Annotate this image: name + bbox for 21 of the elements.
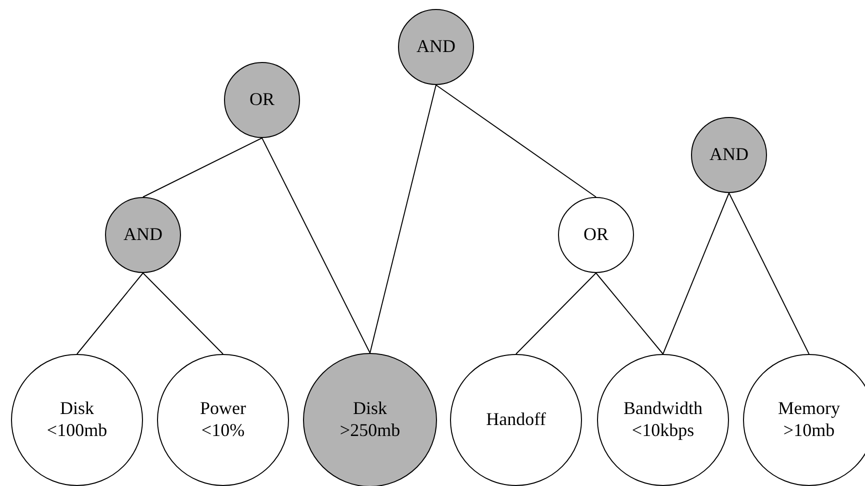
condition-label: Memory >10mb (778, 398, 840, 442)
condition-label: Power <10% (200, 398, 246, 442)
condition-label: Disk <100mb (46, 398, 108, 442)
connector-line (662, 192, 730, 354)
connector-line (728, 192, 810, 354)
gate-label: AND (124, 224, 162, 246)
condition-label: Disk >250mb (340, 398, 400, 442)
connector-line (516, 272, 596, 354)
connector-line (76, 272, 144, 354)
connector-line (142, 138, 262, 198)
connector-line (436, 84, 596, 198)
gate-label: AND (416, 36, 456, 58)
gate-label: AND (710, 144, 748, 166)
connector-line (142, 272, 224, 354)
gate-label: OR (249, 89, 274, 111)
connector-line (370, 84, 436, 354)
gate-label: OR (583, 224, 608, 246)
condition-label: Handoff (486, 409, 546, 431)
connector-line (262, 138, 370, 354)
condition-label: Bandwidth <10kbps (624, 398, 702, 442)
connector-line (596, 272, 664, 354)
